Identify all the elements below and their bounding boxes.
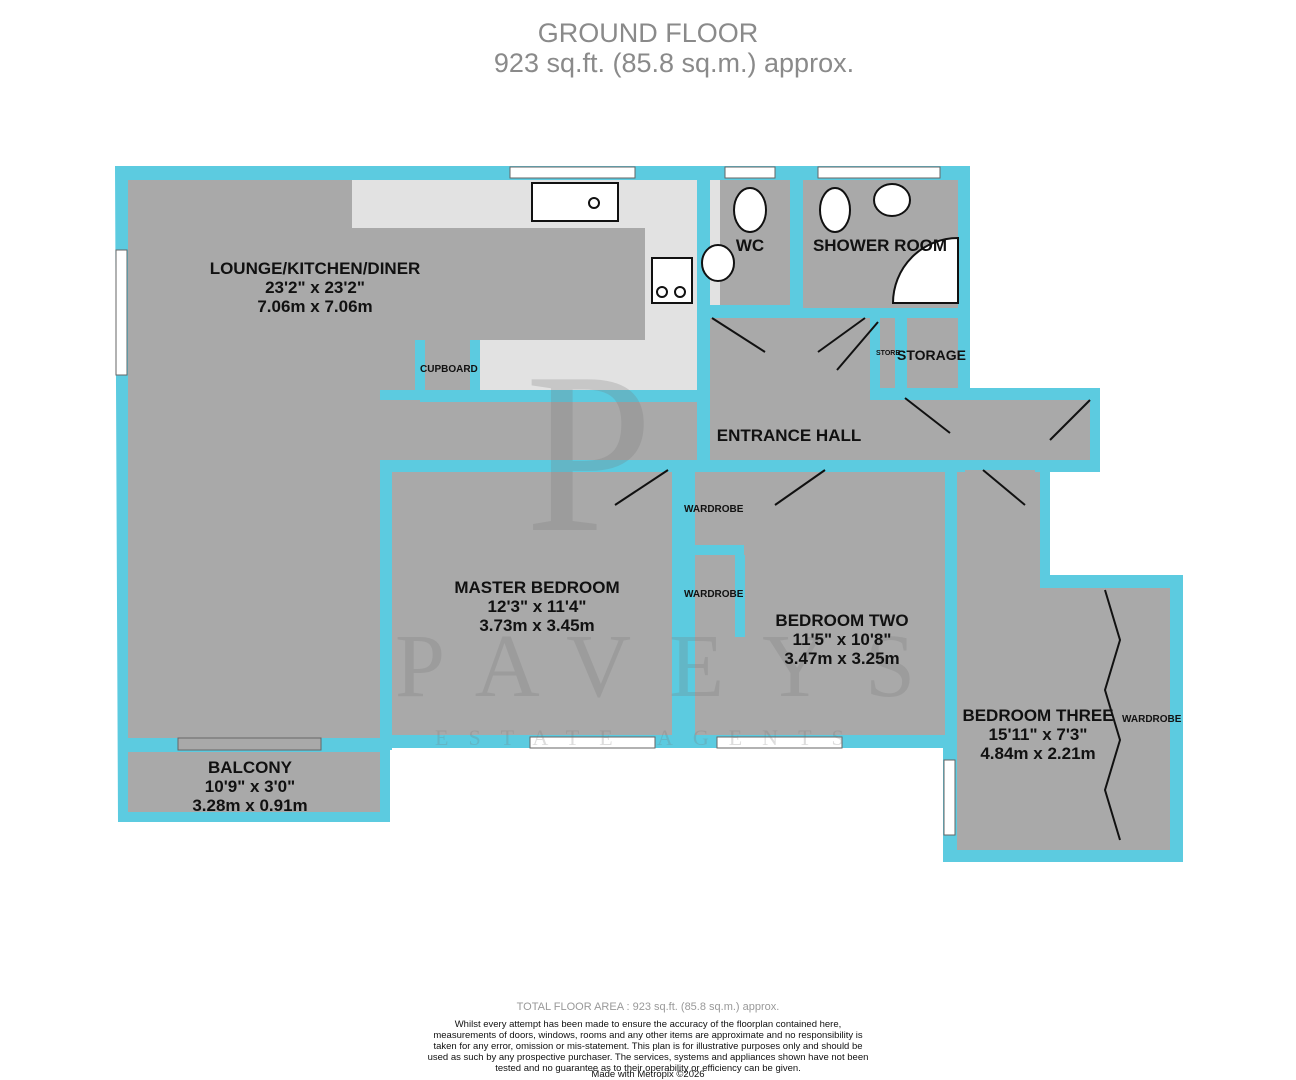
wc-basin xyxy=(701,244,735,282)
room-shower: SHOWER ROOM xyxy=(812,236,948,255)
total-floor-area: TOTAL FLOOR AREA : 923 sq.ft. (85.8 sq.m… xyxy=(516,1001,780,1013)
credit: Made with Metropix ©2026 xyxy=(591,1069,705,1080)
watermark-brand: PAVEYS xyxy=(395,617,954,716)
watermark-sub: ESTATE AGENTS xyxy=(435,725,864,750)
basin xyxy=(873,183,911,217)
label-storage: STORAGE xyxy=(897,347,966,363)
floor-title: GROUND FLOOR xyxy=(537,18,759,48)
balcony-floor xyxy=(128,752,380,812)
hall-cutout xyxy=(380,400,710,460)
label-wardrobe-2: WARDROBE xyxy=(684,589,744,600)
label-cupboard: CUPBOARD xyxy=(420,364,478,375)
store-floor xyxy=(880,318,895,388)
kitchen-counter-bottom xyxy=(480,340,697,390)
hall-floor-2 xyxy=(860,400,1090,460)
hall-floor xyxy=(710,318,870,460)
doors xyxy=(614,317,1122,841)
label-wardrobe-3: WARDROBE xyxy=(1122,714,1182,725)
label-store: STORE xyxy=(876,350,900,357)
label-wardrobe-1: WARDROBE xyxy=(684,504,744,515)
master-floor xyxy=(392,472,672,735)
floor-area: 923 sq.ft. (85.8 sq.m.) approx. xyxy=(493,48,855,78)
room-entrance-hall: ENTRANCE HALL xyxy=(716,426,862,445)
windows xyxy=(115,166,956,836)
bed-three-floor xyxy=(957,470,1040,590)
sink xyxy=(531,182,619,222)
wc-toilet xyxy=(733,187,767,233)
kitchen-counter-top xyxy=(352,180,697,228)
cupboard-floor xyxy=(425,345,470,390)
shower-toilet xyxy=(819,187,851,233)
room-wc: WC xyxy=(735,236,765,255)
appliances xyxy=(531,182,959,304)
shower-tray xyxy=(891,236,959,304)
watermark-monogram: P xyxy=(525,325,653,580)
bed-three-floor-2 xyxy=(957,588,1170,850)
lounge-floor-lower xyxy=(128,390,380,738)
storage-floor xyxy=(907,318,958,388)
disclaimer: Whilst every attempt has been made to en… xyxy=(427,1019,869,1074)
